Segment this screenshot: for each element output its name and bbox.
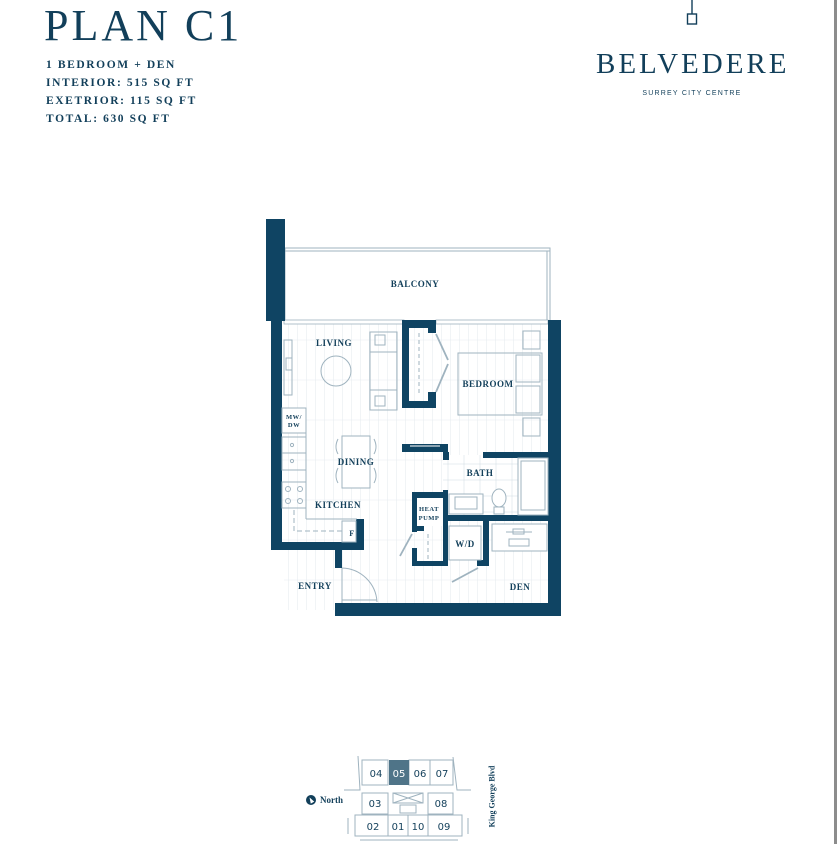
unit-01: 01: [392, 822, 405, 833]
closet-doors: [435, 333, 449, 393]
room-label-bath: BATH: [467, 468, 494, 478]
street-label: King George Blvd: [487, 765, 497, 828]
room-label-den: DEN: [510, 582, 531, 592]
room-label-bedroom: BEDROOM: [462, 379, 513, 389]
unit-03: 03: [369, 799, 382, 810]
unit-07: 07: [436, 769, 449, 780]
north-indicator: North: [306, 795, 343, 805]
north-compass-icon: [306, 795, 316, 805]
pendant-square-icon: [686, 0, 698, 25]
toilet: [491, 488, 507, 508]
bed: [457, 352, 543, 416]
dining-table: [335, 435, 377, 489]
bedroom-furniture: [457, 330, 543, 437]
entry-door: [341, 567, 378, 603]
label-pump: PUMP: [419, 515, 440, 522]
fridge: [341, 520, 357, 543]
brand-subtitle: SURREY CITY CENTRE: [642, 90, 742, 97]
spec-total: TOTAL: 630 SQ FT: [46, 113, 171, 125]
unit-04: 04: [370, 769, 383, 780]
unit-05: 05: [393, 769, 406, 780]
label-washer-dryer: W/D: [455, 539, 475, 549]
plan-title: PLAN C1: [44, 1, 243, 50]
spec-bedrooms: 1 BEDROOM + DEN: [46, 59, 176, 71]
label-dw: DW: [288, 422, 300, 429]
nightstand: [522, 417, 541, 437]
unit-06: 06: [414, 769, 427, 780]
laundry: [399, 525, 482, 583]
bath-fixtures: [410, 445, 549, 516]
unit-02: 02: [367, 822, 380, 833]
den-desk: [491, 523, 548, 552]
unit-09: 09: [438, 822, 451, 833]
brand-name: BELVEDERE: [596, 48, 790, 80]
label-heat: HEAT: [419, 506, 439, 513]
key-plan-highlighted-unit: [389, 760, 409, 785]
key-plan: 04 05 06 07 03 08 02 01 10 09: [344, 755, 471, 841]
spec-exterior: EXETRIOR: 115 SQ FT: [46, 95, 197, 107]
room-label-kitchen: KITCHEN: [315, 500, 361, 510]
sofa: [369, 331, 398, 411]
exterior-walls: [266, 219, 561, 616]
room-label-dining: DINING: [338, 457, 375, 467]
north-label: North: [320, 795, 343, 805]
unit-08: 08: [435, 799, 448, 810]
heat-pump: [417, 498, 443, 526]
room-label-entry: ENTRY: [298, 581, 332, 591]
kitchen-counter: [281, 407, 357, 543]
bathtub: [517, 457, 549, 516]
spec-interior: INTERIOR: 515 SQ FT: [46, 77, 195, 89]
coffee-table: [320, 355, 352, 387]
room-label-living: LIVING: [316, 338, 352, 348]
room-label-balcony: BALCONY: [391, 279, 440, 289]
label-mw: MW/: [286, 414, 302, 421]
living-furniture: [283, 331, 420, 411]
nightstand: [522, 330, 541, 350]
plan-specs: 1 BEDROOM + DEN INTERIOR: 515 SQ FT EXET…: [46, 56, 197, 128]
unit-10: 10: [412, 822, 425, 833]
label-fridge: F: [349, 529, 354, 538]
page-edge: [834, 0, 837, 844]
balcony: BALCONY: [284, 247, 551, 322]
